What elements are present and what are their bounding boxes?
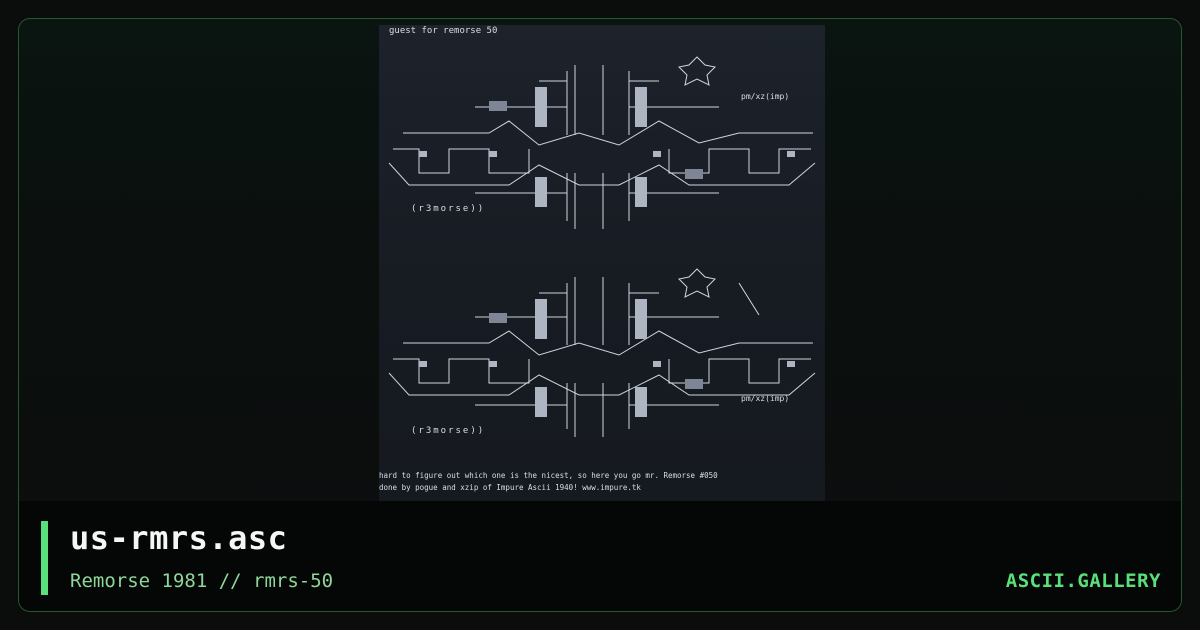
ascii-block-bottom	[388, 268, 816, 437]
dot-fill	[653, 151, 661, 157]
dot-fill	[787, 361, 795, 367]
ascii-block-bottom-fill	[419, 299, 795, 417]
ascii-art-preview: guest for remorse 50 pm/xz(imp) (r3morse…	[379, 25, 825, 501]
art-signature: (r3morse))	[411, 204, 485, 214]
tower-lower	[566, 173, 630, 229]
tower-lines	[566, 65, 630, 135]
ascii-block-top-fill	[419, 87, 795, 207]
share-card: guest for remorse 50 pm/xz(imp) (r3morse…	[18, 18, 1182, 612]
art-signature: (r3morse))	[411, 426, 485, 436]
brand-label[interactable]: ASCII.GALLERY	[1005, 570, 1161, 592]
block-fill	[535, 299, 547, 339]
block-fill	[535, 387, 547, 417]
tower-lower	[566, 383, 630, 437]
star-shape	[677, 56, 717, 86]
block-fill	[535, 177, 547, 207]
dot-fill	[489, 151, 497, 157]
art-footer-line: hard to figure out which one is the nice…	[379, 471, 718, 480]
slash-mark	[738, 282, 760, 316]
wing-base	[388, 162, 816, 186]
dim-block	[685, 169, 703, 179]
star-shape	[677, 268, 717, 298]
file-title: us-rmrs.asc	[70, 519, 288, 557]
wing-zigzag	[403, 120, 813, 146]
wing-zigzag	[403, 330, 813, 356]
dim-block	[685, 379, 703, 389]
dot-fill	[489, 361, 497, 367]
dim-block	[489, 101, 507, 111]
dot-fill	[653, 361, 661, 367]
block-fill	[635, 177, 647, 207]
block-fill	[635, 299, 647, 339]
wing-boxes	[393, 358, 811, 384]
block-fill	[635, 387, 647, 417]
file-subtitle: Remorse 1981 // rmrs-50	[70, 570, 334, 592]
accent-bar	[41, 521, 48, 595]
dim-block	[489, 313, 507, 323]
card-footer: us-rmrs.asc Remorse 1981 // rmrs-50 ASCI…	[19, 501, 1181, 611]
dot-fill	[419, 361, 427, 367]
art-footer-line: done by pogue and xzip of Impure Ascii 1…	[379, 483, 641, 492]
dot-fill	[419, 151, 427, 157]
ascii-art-canvas: guest for remorse 50 pm/xz(imp) (r3morse…	[379, 26, 816, 492]
art-tag: pm/xz(imp)	[741, 394, 789, 403]
block-fill	[635, 87, 647, 127]
dot-fill	[787, 151, 795, 157]
art-tag: pm/xz(imp)	[741, 92, 789, 101]
block-fill	[535, 87, 547, 127]
art-header-line: guest for remorse 50	[389, 26, 497, 36]
wing-base	[388, 372, 816, 396]
wing-boxes	[393, 148, 811, 174]
tower-lines	[566, 277, 630, 345]
